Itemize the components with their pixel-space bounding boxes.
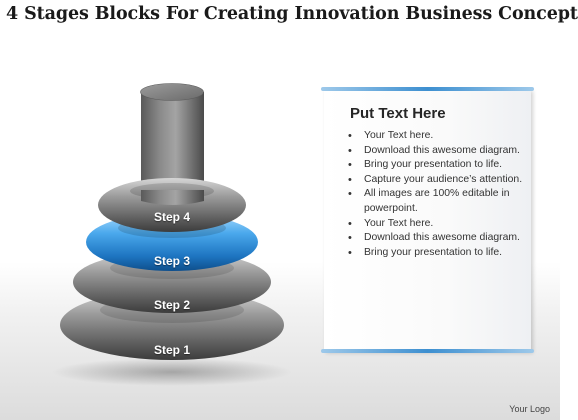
step-2-label: Step 2 bbox=[153, 298, 190, 312]
list-item: Download this awesome diagram. bbox=[344, 231, 524, 246]
step-4-label: Step 4 bbox=[153, 210, 190, 224]
logo-text: Your Logo bbox=[509, 404, 550, 414]
ground-shadow bbox=[52, 358, 292, 386]
panel-bullet-list: Your Text here. Download this awesome di… bbox=[344, 129, 524, 260]
list-item: Download this awesome diagram. bbox=[344, 144, 524, 159]
list-item: Your Text here. bbox=[344, 129, 524, 144]
panel-heading: Put Text Here bbox=[350, 105, 446, 122]
step-3-label: Step 3 bbox=[153, 254, 190, 268]
rings-graphic bbox=[52, 83, 292, 386]
panel-bottom-bar bbox=[321, 349, 534, 353]
ring-step-4 bbox=[98, 178, 246, 232]
stacked-rings-diagram: Step 4 Step 3 Step 2 Step 1 bbox=[52, 83, 292, 386]
list-item: Your Text here. bbox=[344, 217, 524, 232]
list-item: Capture your audience’s attention. bbox=[344, 173, 524, 188]
list-item: Bring your presentation to life. bbox=[344, 158, 524, 173]
list-item: Bring your presentation to life. bbox=[344, 246, 524, 261]
panel-top-bar bbox=[321, 87, 534, 91]
text-panel: Put Text Here Your Text here. Download t… bbox=[321, 87, 534, 353]
page-title: 4 Stages Blocks For Creating Innovation … bbox=[6, 4, 578, 24]
list-item: All images are 100% editable in powerpoi… bbox=[344, 187, 524, 216]
step-1-label: Step 1 bbox=[153, 343, 190, 357]
